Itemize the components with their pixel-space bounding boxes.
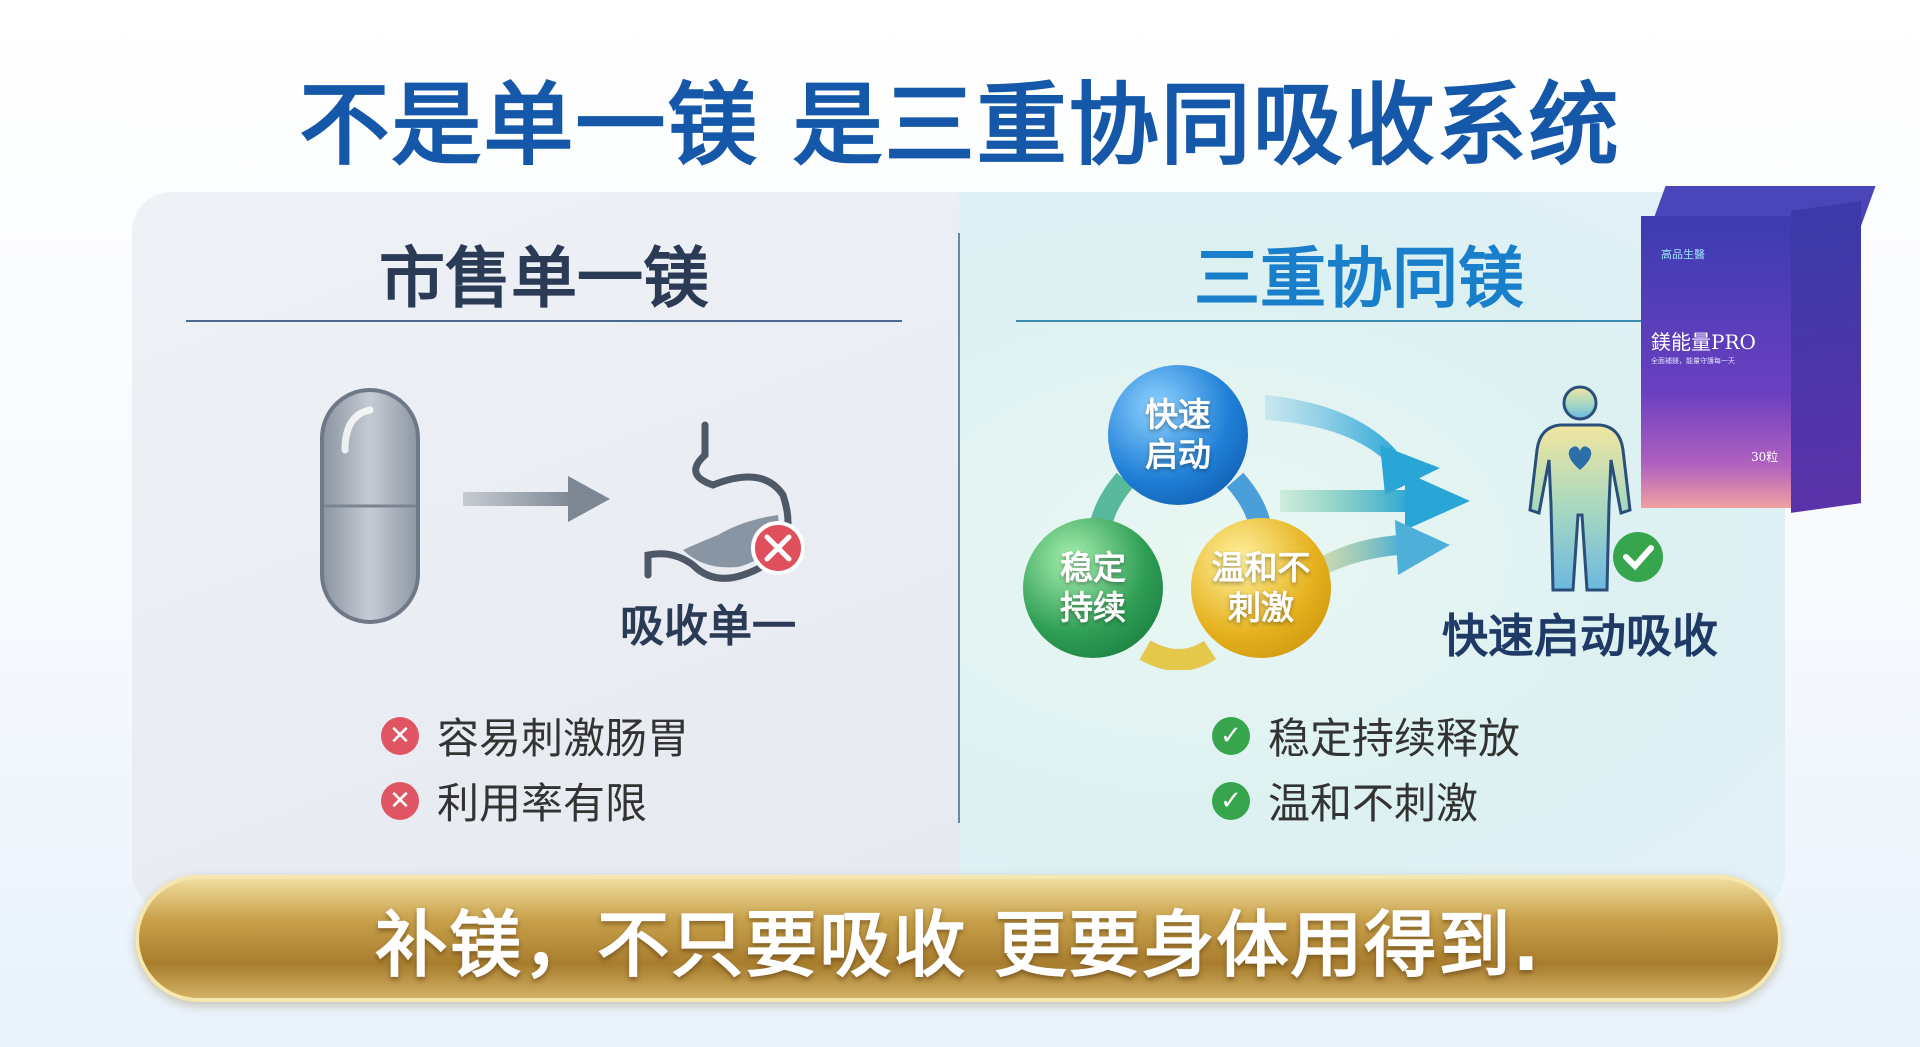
arrow-right-icon [463,476,610,522]
left-heading: 市售单一镁 [379,240,709,317]
product-name: 鎂能量PRO [1651,330,1756,354]
left-bullet: ✕容易刺激肠胃 [381,705,689,766]
right-bullet: ✓温和不刺激 [1212,770,1478,831]
x-icon: ✕ [381,781,419,820]
product-count: 30粒 [1751,450,1779,464]
right-bullet: ✓稳定持续释放 [1212,705,1520,766]
sphere-fast-start: 快速启动 [1108,365,1248,505]
slogan-banner: 补镁，不只要吸收 更要身体用得到. [135,875,1782,1002]
left-divider [186,320,902,322]
human-body-icon [1528,385,1632,592]
page-title: 不是单一镁 是三重协同吸收系统 [299,73,1621,178]
right-illustration [1086,385,1663,670]
slogan-text: 补镁，不只要吸收 更要身体用得到. [375,903,1542,987]
left-bullet: ✕利用率有限 [381,770,647,831]
left-illustration [320,388,805,624]
flow-arrow-icon [1280,472,1470,530]
product-box-image: 高品生醫 鎂能量PRO 全面補鎂，能量守護每一天 30粒 [1641,186,1876,513]
left-result-label: 吸收单一 [620,601,796,652]
flow-arrow-icon [1265,395,1440,495]
check-icon: ✓ [1212,716,1250,755]
check-badge-icon [1613,532,1663,582]
x-badge-icon [751,521,805,575]
left-panel-bg [132,192,959,912]
x-icon: ✕ [381,716,419,755]
capsule-icon [320,388,420,624]
right-divider [1016,320,1641,322]
right-result-label: 快速启动吸收 [1442,609,1718,663]
sphere-gentle: 温和不刺激 [1191,518,1331,658]
center-divider [958,233,960,823]
product-tagline: 全面補鎂，能量守護每一天 [1651,357,1735,365]
check-icon: ✓ [1212,781,1250,820]
sphere-stable: 稳定持续 [1023,518,1163,658]
product-brand: 高品生醫 [1661,248,1705,261]
right-heading: 三重协同镁 [1194,240,1524,317]
